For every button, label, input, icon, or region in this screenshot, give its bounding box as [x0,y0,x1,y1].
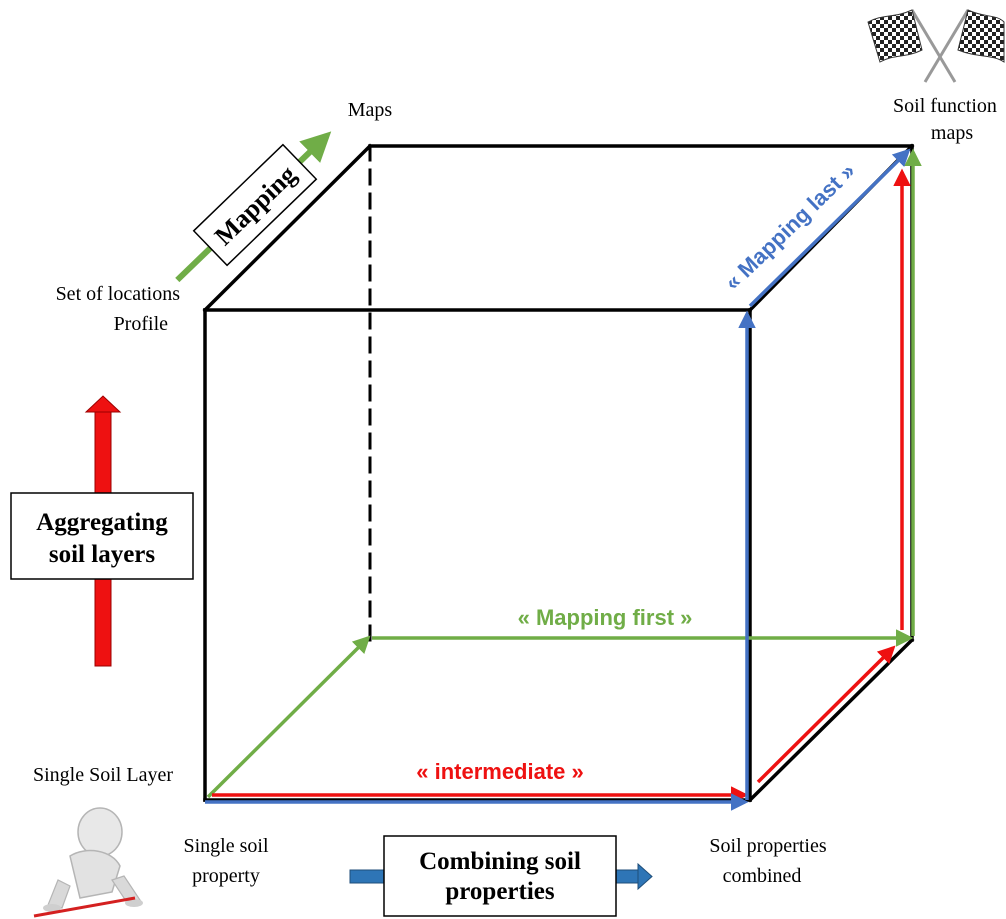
combining-box-label-line2: properties [445,878,555,905]
mapping-box [192,143,318,267]
single-soil-property-label-line2: property [192,865,260,887]
intermediate-path [212,168,911,804]
soil-properties-combined-label-line2: combined [723,865,802,887]
mapping-last-path [205,148,911,811]
soil-function-maps-label-line1: Soil function [893,95,997,117]
mapping-first-diagonal-arrow [206,635,371,799]
combining-group: Combining soil properties [349,835,653,917]
mapping-first-label: « Mapping first » [518,605,693,630]
cube-bottom-right-depth-edge [747,637,915,803]
intermediate-diagonal-arrow [756,645,896,784]
single-soil-property-label-line1: Single soil [183,835,268,857]
single-soil-layer-label: Single Soil Layer [33,764,173,786]
mapping-last-diagonal-arrow [748,148,911,308]
aggregating-box [10,492,194,580]
set-of-locations-label: Set of locations [56,283,181,305]
combining-box [383,835,617,917]
runner-start-icon [33,807,143,918]
aggregating-box-label-line2: soil layers [49,541,156,568]
aggregating-arrow-head [84,395,122,413]
combining-box-label-line1: Combining soil [419,848,581,875]
aggregating-group: Aggregating soil layers [10,395,194,667]
profile-label: Profile [114,313,169,335]
maps-label: Maps [348,99,393,121]
soil-function-maps-label-line2: maps [931,122,973,144]
checkered-flags-icon [867,9,1005,83]
cube-top-left-depth-edge [202,143,373,313]
mapping-last-label: « Mapping last » [720,158,860,295]
combining-arrow-head [637,862,653,891]
soil-properties-combined-label-line1: Soil properties [709,835,826,857]
intermediate-label: « intermediate » [416,759,584,784]
mapping-first-path [206,148,922,799]
cube-edges [202,143,915,803]
start-line [33,896,136,918]
mapping-box-group: Mapping [175,131,332,283]
aggregating-box-label-line1: Aggregating [36,509,168,536]
